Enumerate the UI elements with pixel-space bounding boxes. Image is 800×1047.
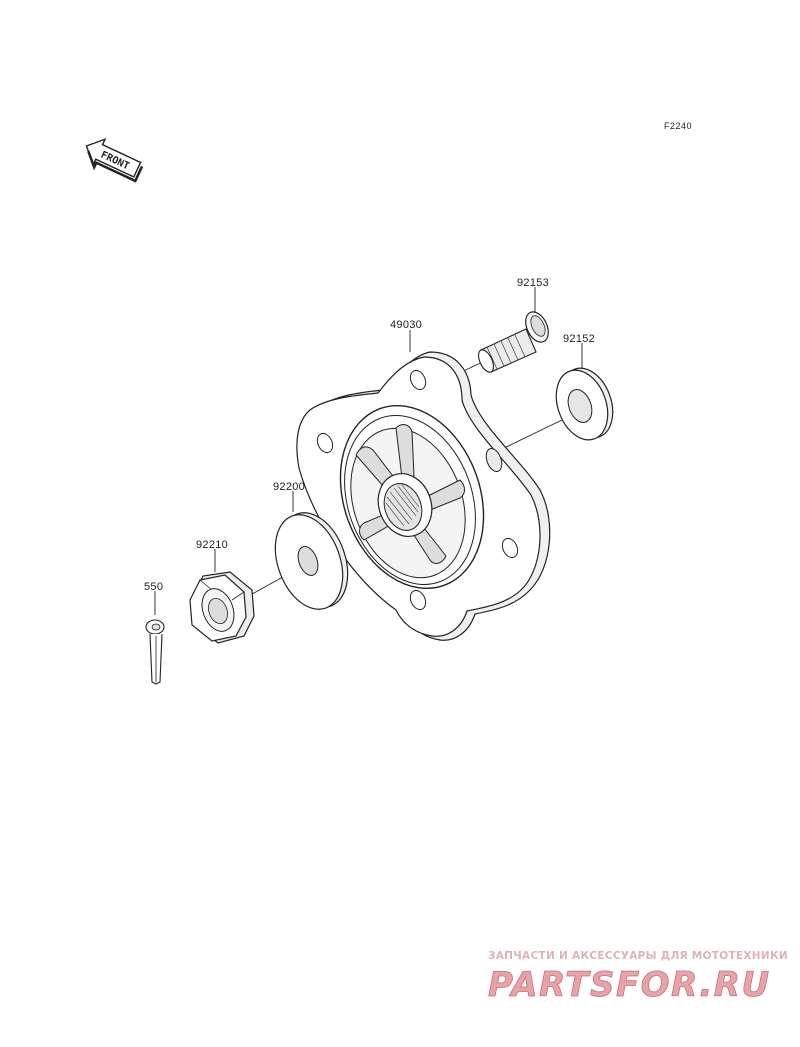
callout-49030: 49030 (390, 319, 422, 331)
stud-part (478, 311, 549, 373)
callout-550: 550 (144, 581, 163, 593)
watermark-tagline: ЗАПЧАСТИ И АКСЕССУАРЫ ДЛЯ МОТОТЕХНИКИ (488, 950, 788, 962)
callout-92153: 92153 (517, 277, 549, 289)
callout-92210: 92210 (196, 539, 228, 551)
callout-92200: 92200 (273, 481, 305, 493)
figure-code: F2240 (664, 121, 692, 131)
nut-part (189, 571, 255, 644)
seal-part (555, 367, 614, 441)
watermark-logo: PARTSFOR.RU (488, 965, 771, 1006)
callout-92152: 92152 (563, 333, 595, 345)
watermark-brand: PARTSFOR.RU (488, 965, 771, 1005)
front-arrow-icon: FRONT (85, 138, 144, 183)
hub-part (296, 351, 551, 641)
cotter-pin-part (145, 619, 165, 685)
washer-part (274, 512, 349, 610)
